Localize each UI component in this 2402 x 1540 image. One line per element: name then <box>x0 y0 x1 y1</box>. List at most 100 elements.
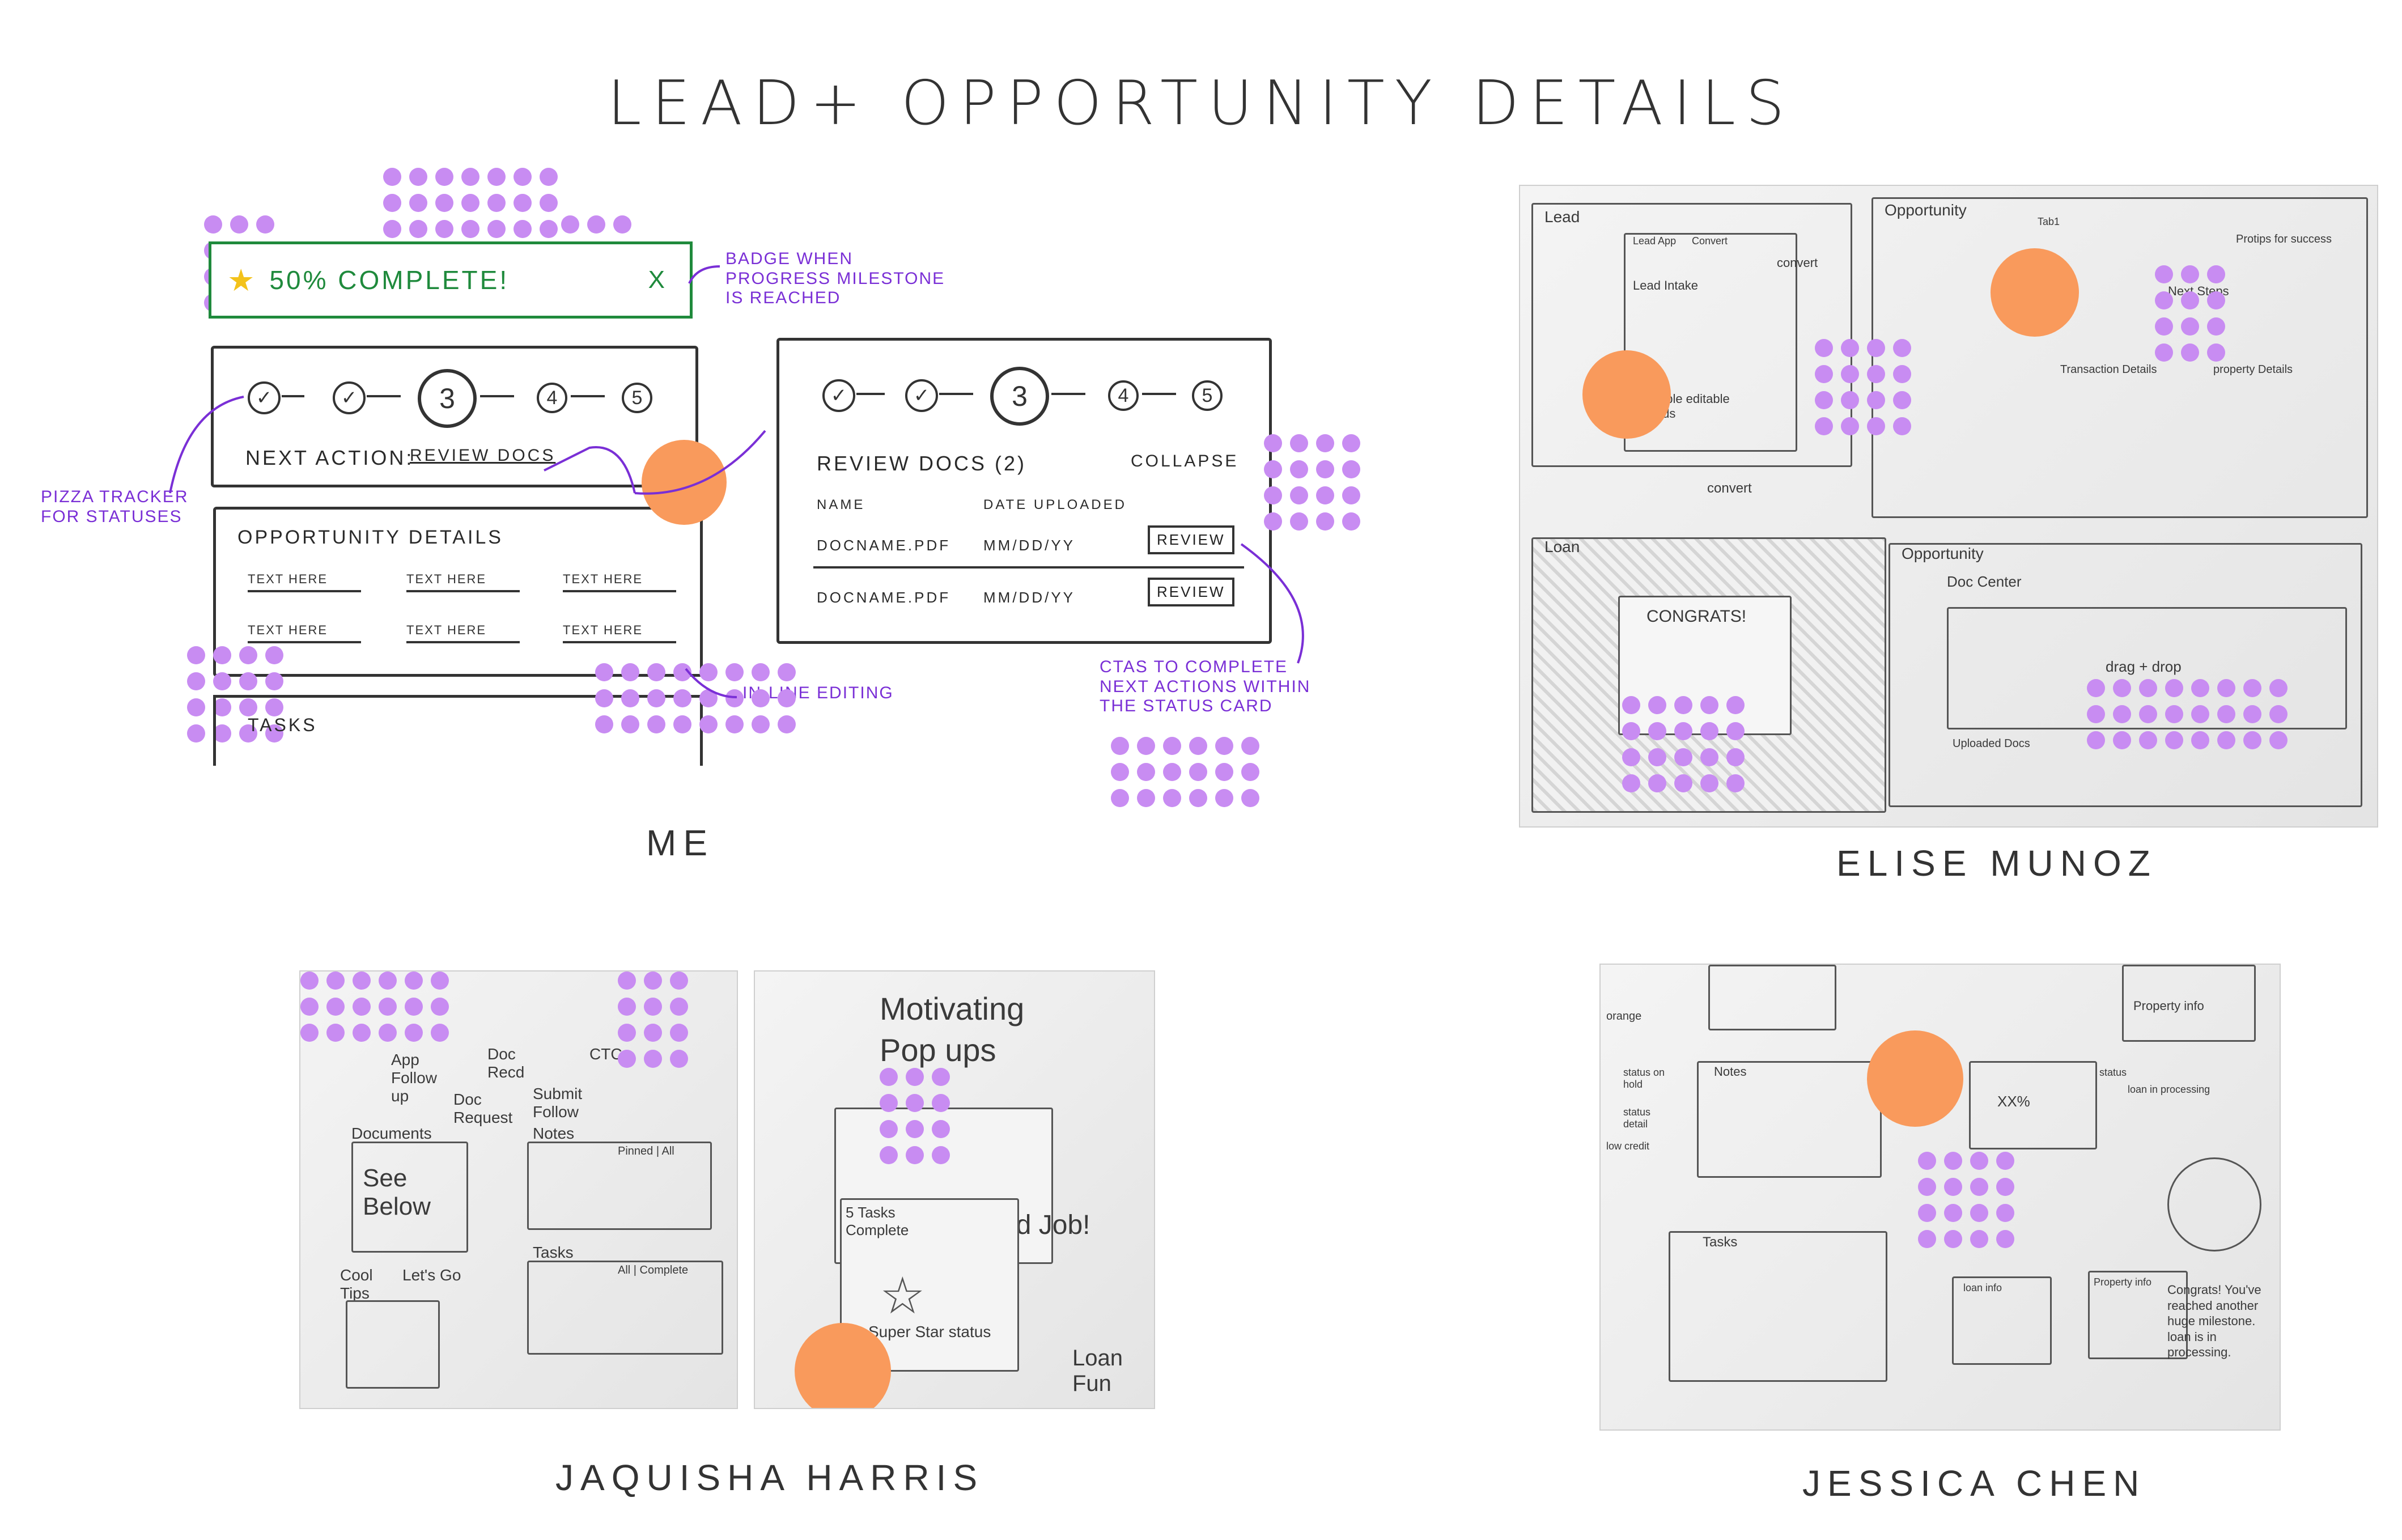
dot <box>1841 417 1859 435</box>
dot <box>1970 1152 1988 1170</box>
caption-jessica: JESSICA CHEN <box>1802 1463 2146 1504</box>
dot <box>2269 731 2288 749</box>
dot <box>1867 391 1885 409</box>
editable-field[interactable]: TEXT HERE <box>248 572 361 592</box>
dot <box>644 971 662 990</box>
editable-field[interactable]: TEXT HERE <box>563 572 676 592</box>
tab-1[interactable]: Tab1 <box>2038 216 2060 227</box>
dot <box>1726 774 1745 792</box>
step-4[interactable]: 4 <box>1108 380 1139 411</box>
doc-date: MM/DD/YY <box>983 589 1075 606</box>
dot <box>2165 679 2183 697</box>
dot <box>2139 705 2157 723</box>
dot <box>213 698 231 716</box>
dot <box>187 646 205 664</box>
dot <box>2207 317 2225 336</box>
convert-button[interactable]: Convert <box>1692 235 1728 247</box>
dot <box>699 663 718 681</box>
dot <box>1893 391 1911 409</box>
loan-processing: loan in processing <box>2128 1084 2210 1095</box>
review-button[interactable]: REVIEW <box>1148 525 1234 554</box>
dot <box>644 998 662 1016</box>
review-button[interactable]: REVIEW <box>1148 578 1234 606</box>
dot <box>1815 339 1833 357</box>
dot <box>431 971 449 990</box>
doc-name: DOCNAME.PDF <box>817 589 951 606</box>
convert-arrow-label: convert <box>1707 481 1752 496</box>
step-5[interactable]: 5 <box>622 383 652 413</box>
dot <box>647 715 665 733</box>
dot <box>2139 731 2157 749</box>
dot <box>1944 1178 1962 1196</box>
lead-app: Lead App <box>1633 235 1677 247</box>
step-5[interactable]: 5 <box>1192 380 1223 411</box>
dot <box>435 220 453 238</box>
dot <box>1316 434 1334 452</box>
dot <box>1163 763 1181 781</box>
transaction-details: Transaction Details <box>2060 363 2157 376</box>
editable-field[interactable]: TEXT HERE <box>406 572 520 592</box>
badge-close-icon[interactable]: X <box>648 266 667 294</box>
status-label: status <box>2099 1067 2127 1078</box>
editable-field[interactable]: TEXT HERE <box>563 623 676 643</box>
dot <box>699 715 718 733</box>
step-current[interactable]: 3 <box>418 369 477 428</box>
opportunity-title: OPPORTUNITY DETAILS <box>237 527 503 548</box>
dot <box>513 220 532 238</box>
dot <box>230 215 248 234</box>
dot <box>880 1120 898 1138</box>
dot <box>1342 460 1360 478</box>
lets-go: Let's Go <box>402 1266 461 1284</box>
caption-me: ME <box>646 822 714 863</box>
dot <box>1111 789 1129 807</box>
dot <box>405 1024 423 1042</box>
collapse-link[interactable]: COLLAPSE <box>1131 452 1239 470</box>
dot <box>2155 317 2173 336</box>
dot <box>2207 291 2225 309</box>
dot <box>1264 460 1282 478</box>
orange-label: orange <box>1606 1010 1642 1023</box>
step-4[interactable]: 4 <box>537 383 567 413</box>
dot-cluster <box>595 663 796 733</box>
dot-cluster <box>187 646 283 743</box>
pinned-all[interactable]: Pinned | All <box>618 1145 674 1157</box>
dot <box>2087 731 2105 749</box>
dot <box>932 1094 950 1112</box>
dot <box>353 1024 371 1042</box>
dot <box>2217 705 2235 723</box>
dot <box>2155 343 2173 362</box>
stage-label: Doc Recd <box>487 1045 525 1081</box>
step-done-icon: ✓ <box>333 381 366 414</box>
congrats-text: Congrats! You've reached another huge mi… <box>2167 1283 2261 1359</box>
dot <box>409 194 427 212</box>
dot <box>1996 1204 2014 1222</box>
dot <box>1241 737 1259 755</box>
dot <box>1137 763 1155 781</box>
superstar: Super Star status <box>868 1323 991 1340</box>
dot <box>513 194 532 212</box>
all-complete[interactable]: All | Complete <box>618 1264 689 1276</box>
dot <box>1316 486 1334 504</box>
dot <box>1137 789 1155 807</box>
dot <box>1290 486 1308 504</box>
dot <box>1867 339 1885 357</box>
dot <box>265 646 283 664</box>
step-current[interactable]: 3 <box>990 367 1049 426</box>
dot <box>647 689 665 707</box>
drag-drop-area[interactable]: drag + drop <box>2106 658 2182 675</box>
next-action-link[interactable]: REVIEW DOCS <box>410 446 556 465</box>
see-below: See Below <box>363 1164 431 1220</box>
dot <box>540 194 558 212</box>
dot <box>2155 265 2173 283</box>
star-icon: ☆ <box>880 1268 926 1325</box>
dot <box>239 724 257 743</box>
dot-cluster <box>1264 434 1360 531</box>
stage-label: Doc Request <box>453 1091 513 1126</box>
dot-cluster <box>300 971 449 1042</box>
dot <box>239 698 257 716</box>
dot-cluster <box>880 1068 950 1164</box>
dot <box>239 646 257 664</box>
editable-field[interactable]: TEXT HERE <box>248 623 361 643</box>
dot <box>725 689 744 707</box>
editable-field[interactable]: TEXT HERE <box>406 623 520 643</box>
